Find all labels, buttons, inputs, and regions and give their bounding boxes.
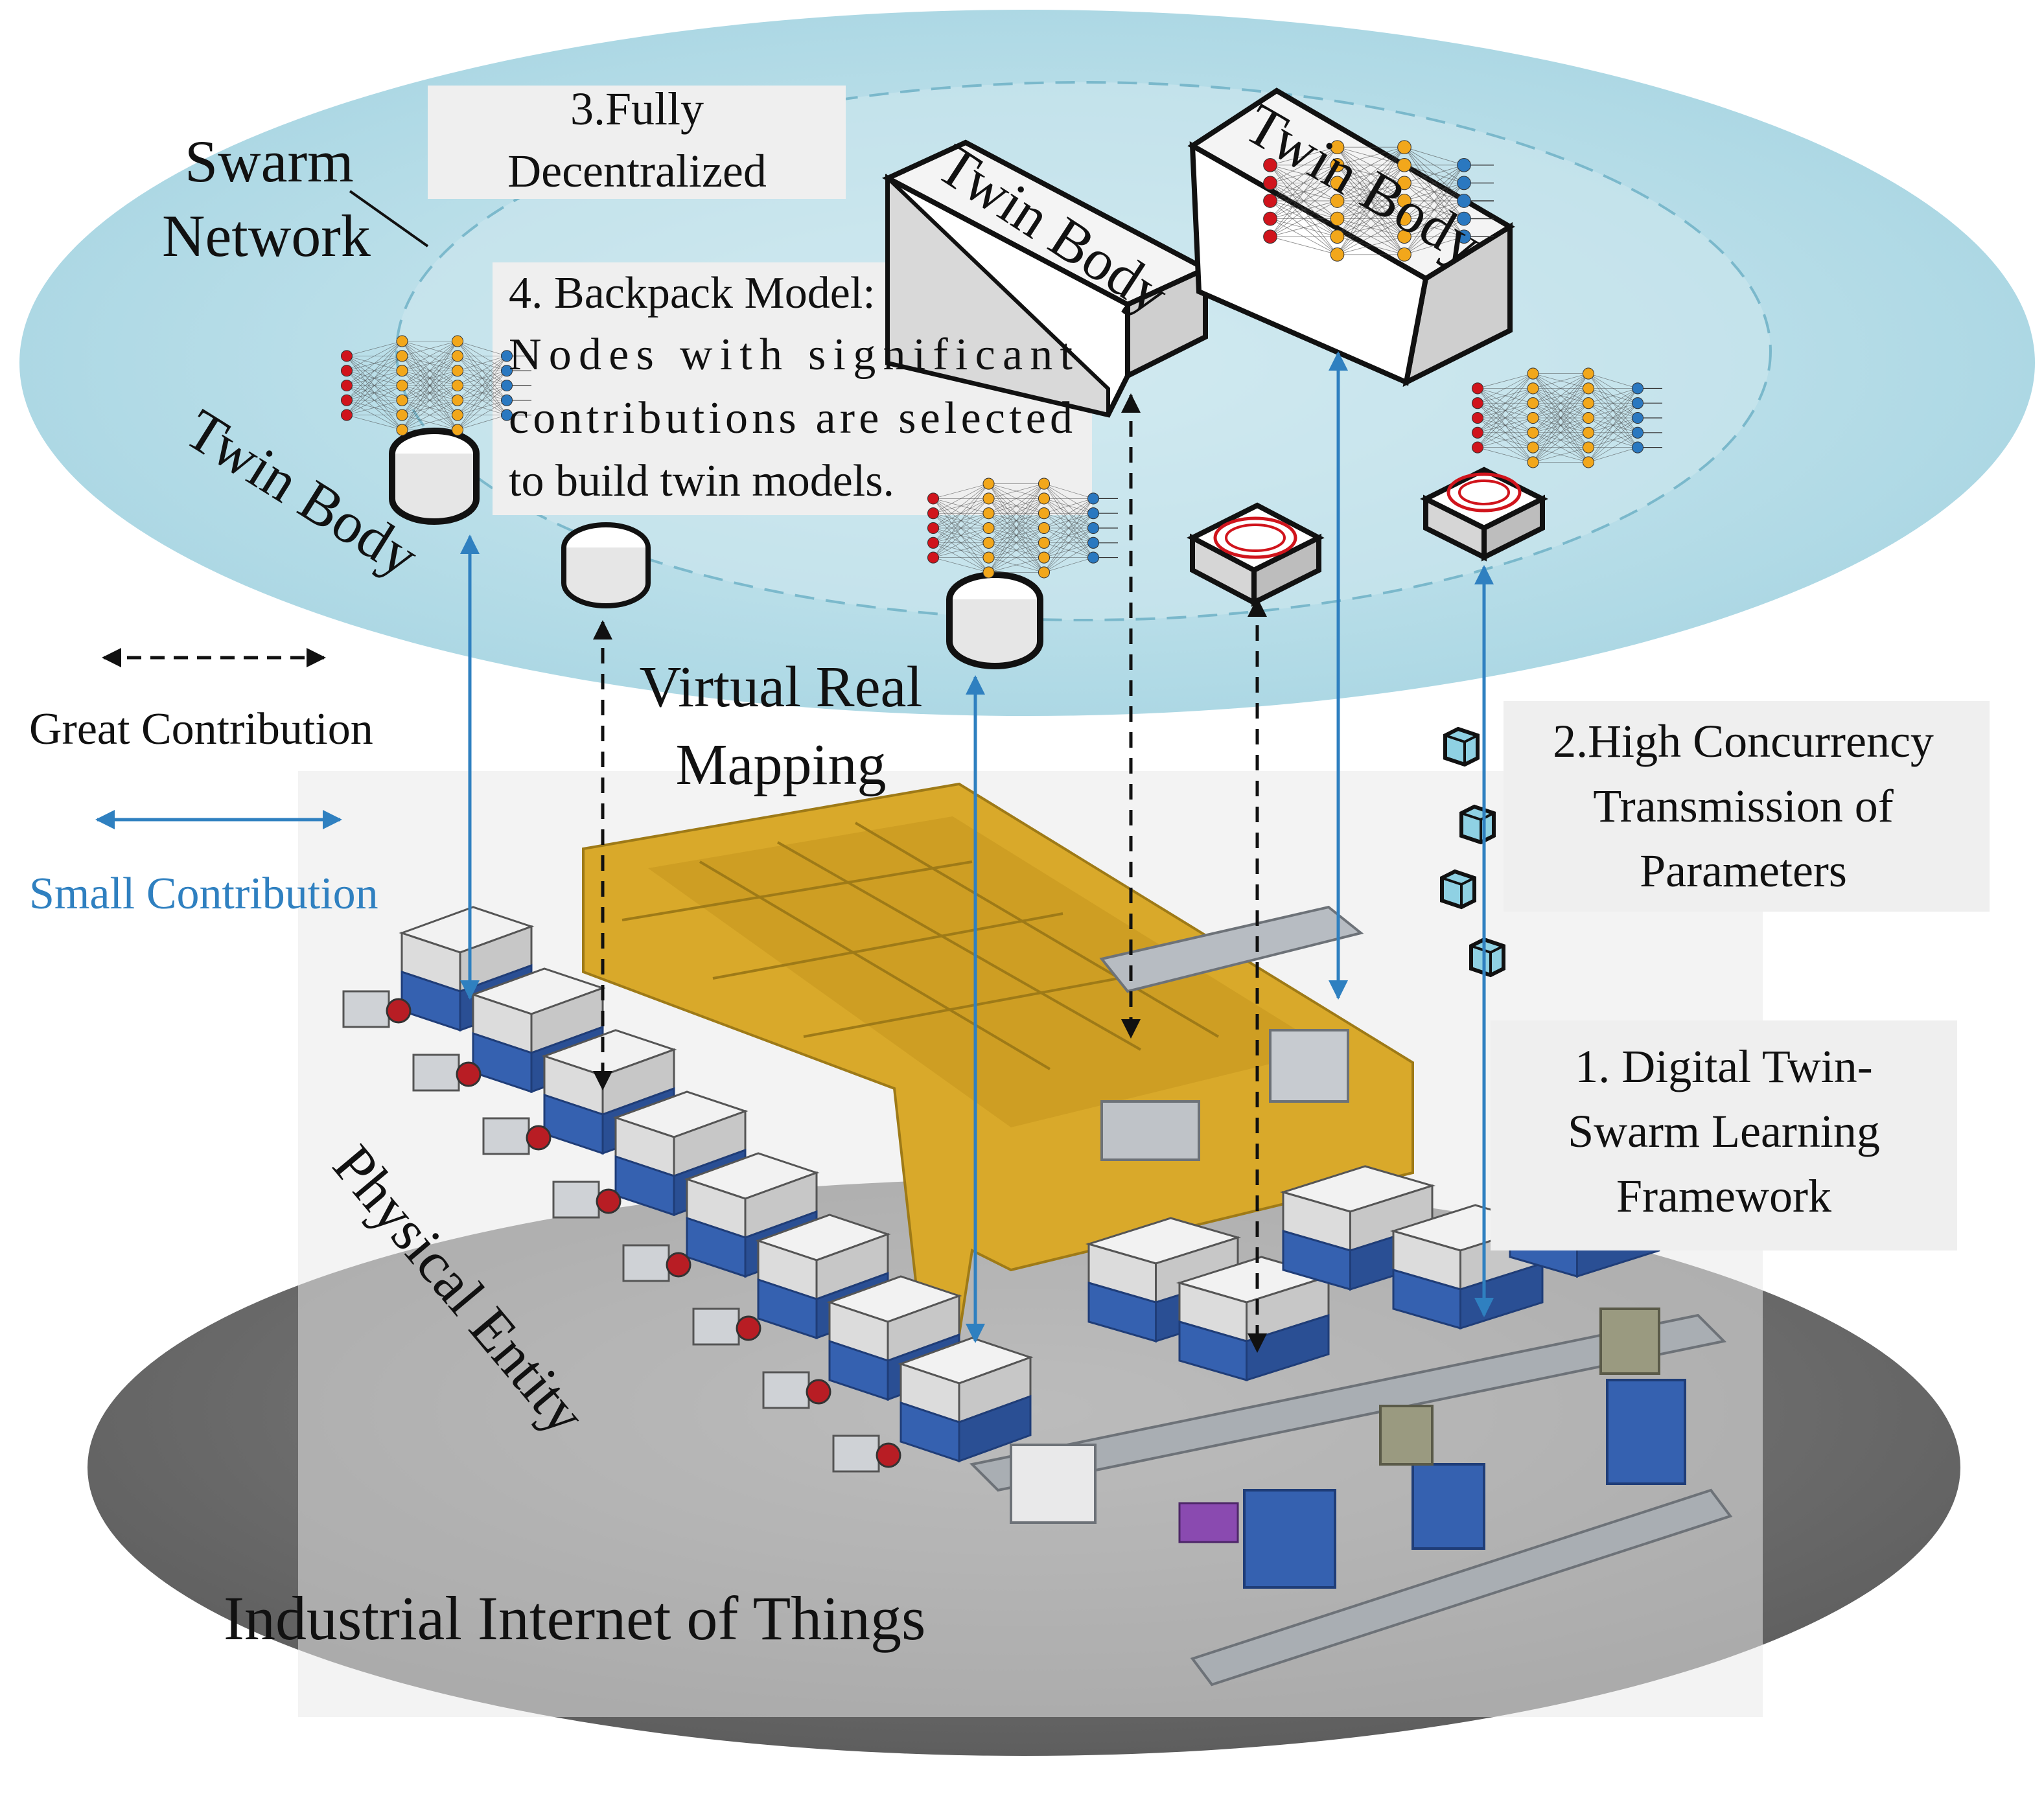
- twin-body-box-2: [1187, 87, 1515, 387]
- parameter-packet-icon: [1459, 804, 1496, 845]
- feeder-unit: [692, 1308, 761, 1346]
- twin-body-box-1: [881, 139, 1212, 418]
- database-cylinder-icon: [946, 571, 1043, 669]
- feeder-unit: [622, 1244, 691, 1282]
- digital-twin-box: [1491, 1020, 1957, 1250]
- legend-great-label: Great Contribution: [29, 704, 373, 754]
- target-icon: [1420, 467, 1548, 562]
- swarm-network-label-line2: Network: [162, 203, 371, 269]
- swarm-network-label-line1: Swarm: [185, 128, 354, 194]
- high-concurrency-line1: 2.High Concurrency: [1553, 715, 1934, 767]
- target-icon: [1187, 502, 1325, 607]
- high-concurrency-box: [1504, 701, 1990, 912]
- feeder-unit: [482, 1117, 552, 1155]
- feeder-unit: [552, 1181, 621, 1219]
- feeder-unit: [412, 1054, 482, 1092]
- parameter-packet-icon: [1469, 937, 1505, 978]
- backpack-model-line2: Nodes with significant: [509, 330, 1073, 380]
- feeder-unit: [762, 1371, 831, 1409]
- factory-machine: [755, 1214, 891, 1340]
- digital-twin-line2: Swarm Learning: [1568, 1105, 1880, 1157]
- database-cylinder-icon: [389, 428, 480, 525]
- factory-machine: [898, 1337, 1034, 1463]
- factory-illustration: [342, 782, 1733, 1687]
- backpack-model-line3: contributions are selected: [509, 393, 1073, 443]
- iiot-label: Industrial Internet of Things: [224, 1584, 925, 1653]
- feeder-unit: [342, 990, 412, 1028]
- neural-net-icon: [1471, 367, 1662, 468]
- database-cylinder-icon: [561, 522, 651, 608]
- fully-decentralized-box: [428, 86, 846, 199]
- connection-arrows: [460, 351, 1494, 1353]
- high-concurrency-line3: Parameters: [1640, 845, 1847, 897]
- digital-twin-line3: Framework: [1616, 1170, 1831, 1222]
- factory-machine: [470, 967, 606, 1094]
- neural-net-icon: [927, 478, 1118, 579]
- legend-small-label: Small Contribution: [29, 869, 378, 919]
- neural-net-icon: [1263, 140, 1494, 262]
- swarm-network-leader: [349, 190, 429, 248]
- parameter-packet-icon: [1443, 726, 1480, 767]
- fully-decentralized-line1: 3.Fully: [570, 83, 704, 135]
- virtual-real-mapping-line2: Mapping: [676, 733, 887, 797]
- backpack-model-line1: 4. Backpack Model:: [509, 268, 876, 318]
- backpack-model-line4: to build twin models.: [509, 456, 894, 506]
- fully-decentralized-line2: Decentralized: [507, 145, 767, 197]
- neural-net-icon: [340, 335, 531, 436]
- virtual-real-mapping-line1: Virtual Real: [640, 655, 923, 719]
- parameter-packet-icon: [1440, 869, 1476, 910]
- digital-twin-line1: 1. Digital Twin-: [1575, 1041, 1873, 1092]
- high-concurrency-line2: Transmission of: [1593, 780, 1893, 832]
- feeder-unit: [832, 1435, 901, 1473]
- legend: Great Contribution Small Contribution: [29, 648, 378, 919]
